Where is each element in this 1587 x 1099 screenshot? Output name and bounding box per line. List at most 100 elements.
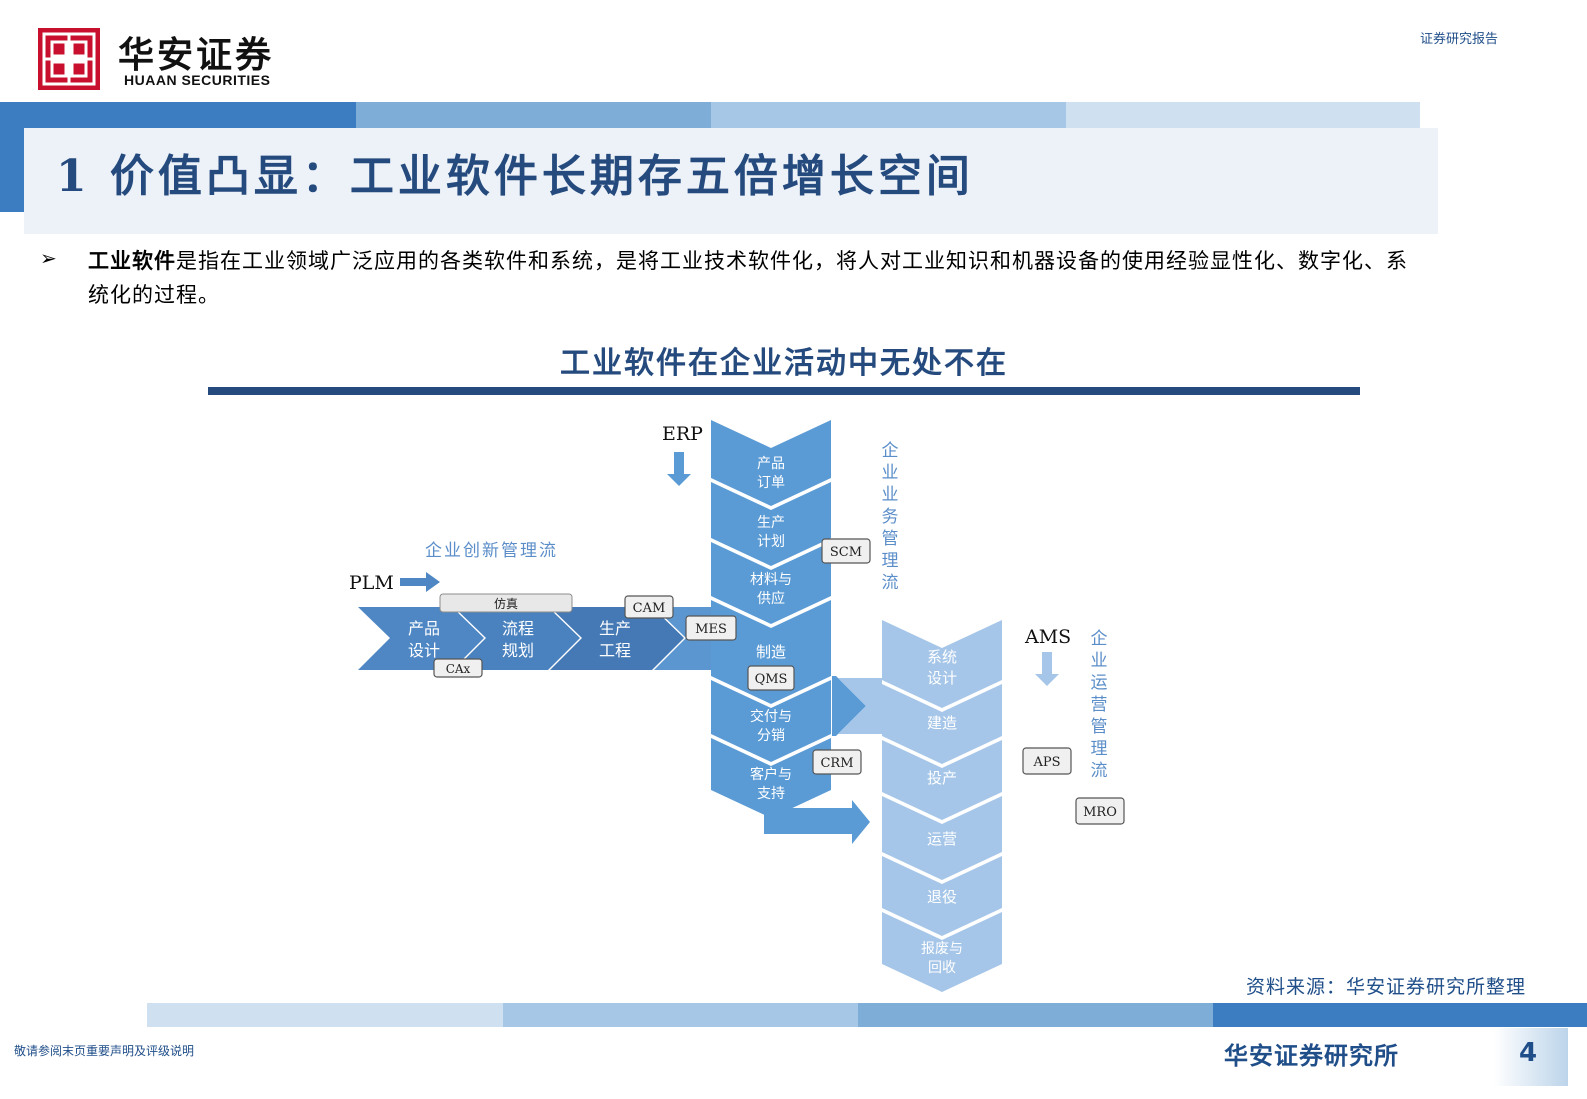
ams-step-6-line-1: 报废与 (921, 941, 963, 957)
title-bar (24, 128, 1438, 234)
vtext-business-char: 流 (882, 573, 899, 593)
erp-down-arrow-icon (667, 452, 691, 486)
plm-label: PLM (349, 572, 394, 594)
plm-step-1-line-2: 设计 (408, 641, 440, 660)
erp-step-3-line-1: 材料与 (750, 572, 792, 588)
erp-step-6-line-2: 支持 (757, 786, 785, 802)
plm-step-3-line-2: 工程 (599, 641, 631, 660)
erp-step-3 (711, 542, 831, 624)
bullet-arrow-icon: ➢ (40, 246, 57, 270)
ams-step-6-line-2: 回收 (928, 960, 956, 976)
vtext-operation-char: 企 (1091, 629, 1108, 649)
plm-step-3-line-1: 生产 (599, 619, 631, 638)
ams-step-4 (882, 796, 1002, 880)
plm-step-2 (454, 607, 580, 670)
intro-paragraph: 工业软件是指在工业领域广泛应用的各类软件和系统，是将工业技术软件化，将人对工业知… (88, 244, 1428, 312)
title-accent (0, 128, 24, 212)
tag-cax-label: CAx (446, 662, 471, 676)
vtext-operation-char: 营 (1091, 695, 1108, 715)
page-title: 1 价值凸显：工业软件长期存五倍增长空间 (56, 151, 974, 202)
tag-cam-label: CAM (633, 601, 666, 616)
ams-step-2 (882, 684, 1002, 764)
tag-crm-label: CRM (820, 756, 853, 771)
footer-band-3 (858, 1003, 1213, 1027)
ams-down-arrow-icon (1035, 652, 1059, 686)
header-band-3 (711, 102, 1066, 128)
ams-step-5 (882, 856, 1002, 936)
tag-mro: MRO (1075, 797, 1125, 825)
tag-mes: MES (685, 615, 737, 641)
tag-crm: CRM (812, 749, 862, 775)
tag-scm: SCM (821, 538, 871, 564)
plm-step-3 (550, 607, 684, 670)
source-note: 资料来源：华安证券研究所整理 (1246, 976, 1527, 998)
vtext-operation-char: 理 (1091, 739, 1108, 759)
company-logo (38, 28, 100, 90)
erp-step-5 (711, 680, 831, 762)
intro-text: 是指在工业领域广泛应用的各类软件和系统，是将工业技术软件化，将人对工业知识和机器… (88, 249, 1408, 307)
header-band-4 (1066, 102, 1420, 128)
vtext-business-char: 务 (882, 507, 899, 527)
figure-title: 工业软件在企业活动中无处不在 (560, 346, 1008, 381)
erp-step-5-line-2: 分销 (757, 728, 785, 744)
tag-cax: CAx (433, 658, 483, 678)
report-type: 证券研究报告 (1420, 32, 1499, 47)
footer-band-2 (503, 1003, 858, 1027)
header-band-2 (356, 102, 711, 128)
plm-step-2-line-1: 流程 (502, 619, 534, 638)
footer-band-1 (147, 1003, 503, 1027)
erp-step-1 (711, 420, 831, 506)
erp-step-2-line-2: 计划 (757, 534, 785, 550)
erp-ams-link (832, 676, 866, 736)
disclaimer-note: 敬请参阅末页重要声明及评级说明 (14, 1044, 195, 1058)
erp-step-3-line-2: 供应 (757, 590, 785, 607)
erp-step-6-line-1: 客户与 (750, 766, 792, 783)
tag-qms: QMS (747, 665, 795, 691)
erp-step-4 (711, 600, 831, 704)
erp-step-2-line-1: 生产 (757, 515, 785, 531)
plm-step-2-line-2: 规划 (502, 641, 534, 660)
logo-name-cn: 华安证券 (118, 34, 275, 76)
page-number: 4 (1518, 1038, 1538, 1068)
tag-qms-label: QMS (755, 672, 788, 687)
erp-label: ERP (662, 423, 703, 445)
erp-bottom-arrow (764, 800, 870, 844)
ams-step-1-line-1: 系统 (927, 648, 957, 666)
intro-bold: 工业软件 (88, 248, 176, 273)
erp-step-6 (711, 738, 831, 818)
tag-scm-label: SCM (830, 545, 862, 560)
vtext-operation-char: 业 (1091, 651, 1108, 671)
tag-cam: CAM (624, 595, 674, 619)
erp-step-1-line-2: 订单 (757, 475, 785, 491)
ams-step-6 (882, 912, 1002, 992)
figure-title-rule (208, 387, 1360, 395)
plm-step-1 (358, 607, 484, 670)
tag-mro-label: MRO (1083, 805, 1117, 820)
ams-link-band (838, 678, 882, 734)
erp-step-1-line-1: 产品 (757, 456, 785, 472)
vtext-business-char: 业 (882, 463, 899, 483)
tag-aps-label: APS (1032, 755, 1060, 770)
header-band-1 (0, 102, 356, 128)
ams-step-3 (882, 740, 1002, 820)
ams-step-2-line-1: 建造 (927, 714, 957, 732)
vtext-business-char: 企 (882, 441, 899, 461)
logo-name-en: HUAAN SECURITIES (124, 72, 271, 88)
footer-band-4 (1213, 1003, 1587, 1027)
tag-mes-label: MES (695, 622, 727, 637)
ams-step-1 (882, 620, 1002, 708)
vtext-business-char: 管 (882, 529, 899, 549)
plm-step-1-line-1: 产品 (408, 619, 440, 638)
vtext-business-char: 业 (882, 485, 899, 505)
tag-simulation: 仿真 (439, 593, 573, 613)
footer-org: 华安证券研究所 (1224, 1041, 1399, 1070)
ams-label: AMS (1024, 626, 1071, 648)
vtext-operation-char: 运 (1091, 673, 1108, 693)
tag-aps: APS (1022, 747, 1072, 775)
plm-right-arrow-icon (400, 572, 440, 592)
ams-step-4-line-1: 运营 (927, 830, 957, 848)
ams-step-3-line-1: 投产 (927, 769, 957, 787)
vtext-business-char: 理 (882, 551, 899, 571)
